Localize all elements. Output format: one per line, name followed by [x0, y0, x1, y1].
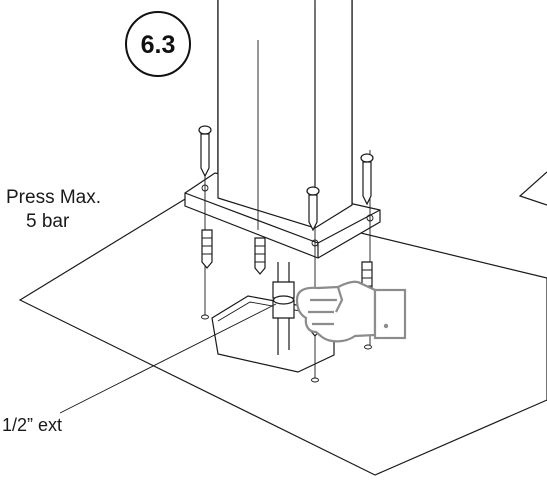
water-pipe — [272, 262, 295, 355]
floor-plane — [18, 192, 547, 476]
wall-plug-middle — [254, 237, 266, 275]
floor-plane-right — [518, 171, 547, 206]
step-number: 6.3 — [141, 31, 176, 59]
floor-holes — [201, 314, 372, 383]
screw-left — [198, 125, 212, 178]
wall-plug-left — [201, 229, 213, 269]
pipe-size-label: 1/2” ext — [2, 415, 62, 435]
step-badge: 6.3 — [125, 11, 191, 77]
pipe-leader-line — [59, 303, 277, 414]
hand-icon — [295, 280, 407, 343]
screw-center — [306, 186, 320, 232]
shower-column-body — [217, 0, 353, 229]
screw-right — [360, 153, 374, 206]
pressure-label-line1: Press Max. — [6, 187, 101, 208]
pressure-label-line2: 5 bar — [26, 211, 70, 232]
